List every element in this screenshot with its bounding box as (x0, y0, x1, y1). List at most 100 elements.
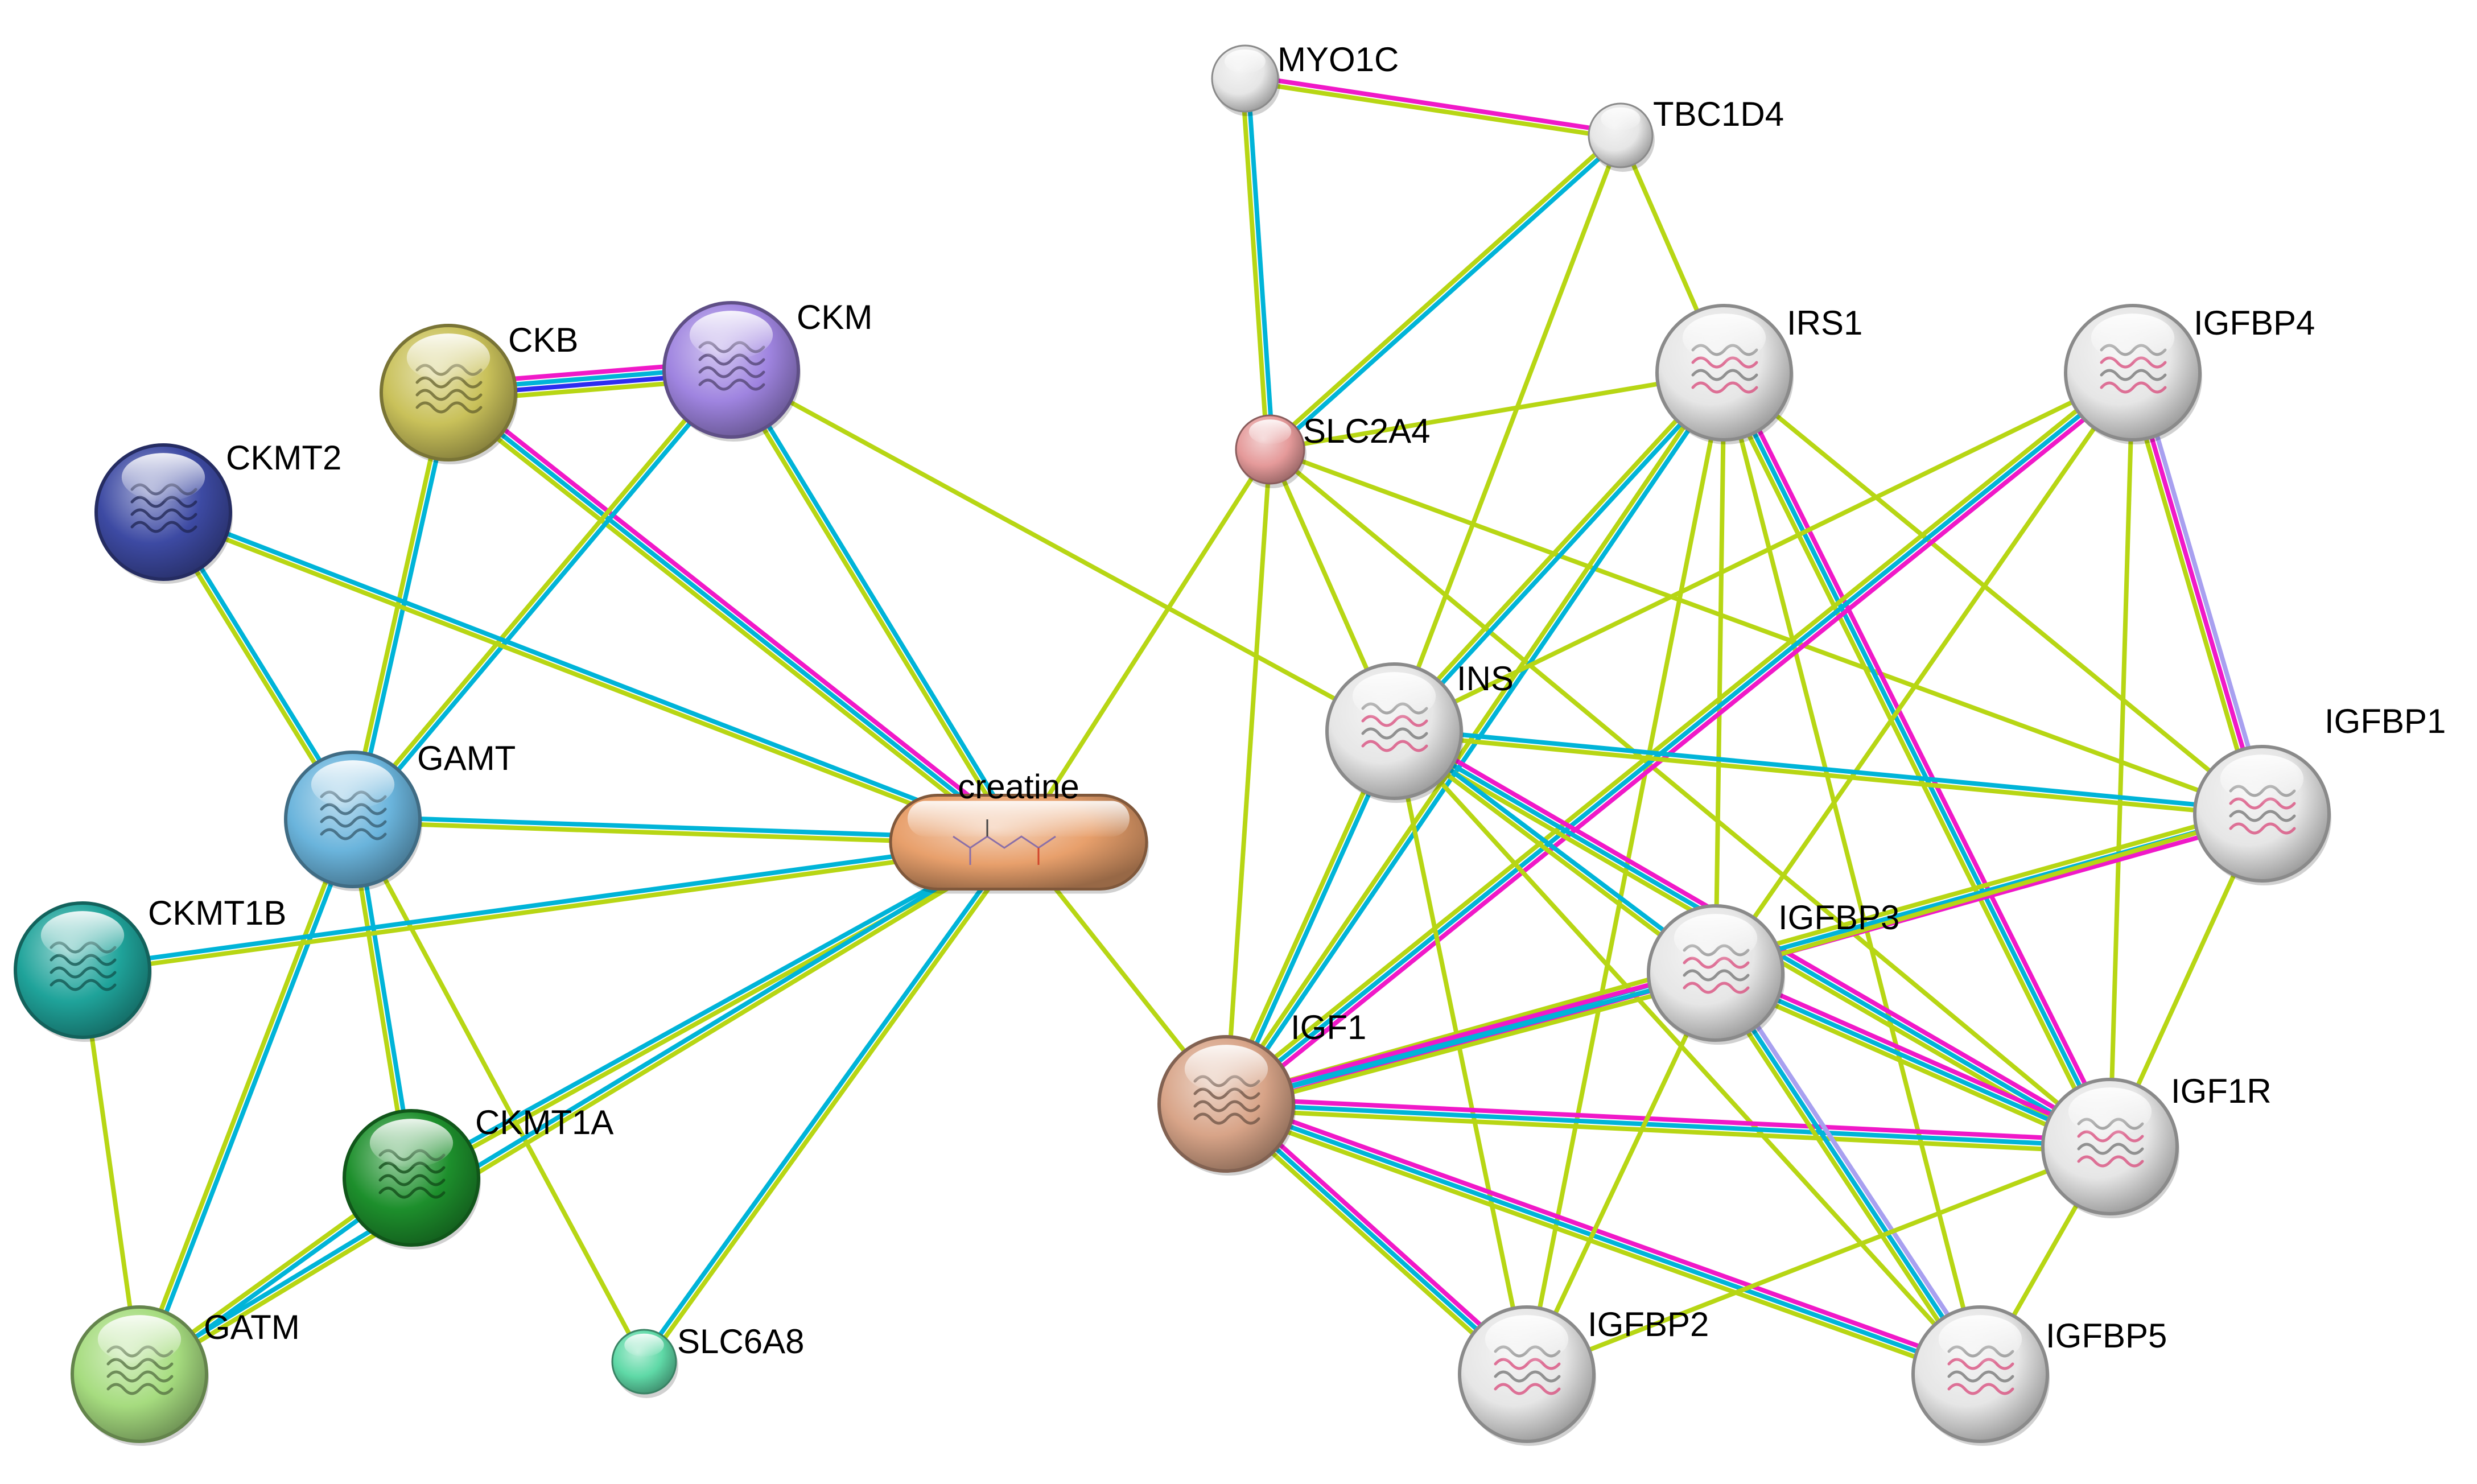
node-gatm[interactable]: GATM (71, 1305, 300, 1446)
node-label: GAMT (417, 739, 516, 777)
node-ckmt1b[interactable]: CKMT1B (14, 894, 286, 1042)
edge-IGFBP4-IGF1 (1221, 366, 2138, 1110)
edge-SLC2A4-IGFBP1 (1269, 447, 2263, 816)
node-ins[interactable]: INS (1325, 659, 1514, 803)
node-label: TBC1D4 (1653, 95, 1784, 133)
node-label: SLC6A8 (677, 1322, 804, 1361)
edge-evidence-line (1392, 729, 1982, 1376)
node-igfbp2[interactable]: IGFBP2 (1458, 1305, 1709, 1446)
edge-evidence-line (1713, 372, 1726, 974)
node-igfbp3[interactable]: IGFBP3 (1647, 898, 1899, 1045)
edge-IGFBP4-IGF1R (2108, 372, 2135, 1147)
node-label: IGFBP3 (1778, 898, 1899, 937)
edge-IGFBP1-IGFBP3 (1714, 811, 2263, 975)
node-ckb[interactable]: CKB (380, 321, 578, 464)
edge-evidence-line (1713, 371, 2135, 975)
node-label: CKMT1A (475, 1103, 613, 1141)
edge-evidence-line (2108, 372, 2135, 1147)
edge-evidence-line (161, 512, 1019, 847)
node-slc6a8[interactable]: SLC6A8 (611, 1322, 804, 1398)
node-ckmt2[interactable]: CKMT2 (94, 439, 341, 584)
edge-evidence-line (353, 370, 735, 823)
node-igfbp1[interactable]: IGFBP1 (2193, 702, 2446, 885)
edge-evidence-line (1394, 373, 1728, 735)
node-label: IGF1 (1291, 1008, 1366, 1046)
edge-evidence-line (1221, 366, 2131, 1102)
edge-evidence-line (640, 839, 1019, 1362)
edge-CKM-INS (730, 368, 1395, 733)
node-ckm[interactable]: CKM (662, 298, 872, 442)
node-gloss (624, 1333, 664, 1357)
node-igfbp5[interactable]: IGFBP5 (1911, 1305, 2167, 1446)
edge-evidence-line (1709, 975, 1977, 1379)
edge-evidence-line (1718, 968, 1987, 1372)
edge-evidence-line (730, 368, 1395, 733)
node-label: GATM (204, 1308, 300, 1346)
edge-CKM-creatine (727, 367, 1023, 845)
edge-evidence-line (1240, 79, 1270, 450)
edge-CKMT1B-creatine (81, 837, 1020, 975)
edge-IGF1R-IGFBP2 (1526, 1144, 2111, 1376)
node-label: IGF1R (2171, 1072, 2272, 1110)
node-irs1[interactable]: IRS1 (1655, 304, 1862, 444)
edge-evidence-line (1392, 731, 1529, 1375)
node-label: IRS1 (1787, 304, 1862, 342)
node-gloss (311, 760, 395, 809)
edge-evidence-line (1016, 448, 1272, 844)
edge-IGFBP4-IGFBP3 (1713, 371, 2135, 975)
edge-INS-IGFBP2 (1392, 731, 1529, 1375)
node-gloss (369, 1119, 454, 1168)
edge-IGFBP4-INS (1393, 370, 2134, 733)
edge-evidence-line (1390, 369, 1724, 731)
edge-evidence-line (1228, 375, 2138, 1110)
node-gloss (689, 311, 773, 360)
edge-evidence-line (1225, 1102, 1981, 1376)
node-gloss (40, 911, 125, 960)
edge-evidence-line (1713, 971, 1983, 1376)
node-igf1[interactable]: IGF1 (1157, 1008, 1366, 1176)
edge-MYO1C-TBC1D4 (1244, 73, 1622, 141)
edge-INS-IGFBP1 (1394, 726, 2262, 819)
node-igfbp4[interactable]: IGFBP4 (2064, 304, 2315, 444)
edge-evidence-line (1224, 449, 1272, 1104)
edge-evidence-line (1226, 1096, 2111, 1144)
node-tbc1d4[interactable]: TBC1D4 (1588, 95, 1784, 172)
node-igf1r[interactable]: IGF1R (2041, 1072, 2272, 1218)
edge-IRS1-INS (1390, 369, 1728, 735)
node-creatine[interactable]: creatine (889, 768, 1149, 894)
edge-GAMT-GATM (134, 817, 358, 1376)
edge-evidence-line (83, 842, 1020, 975)
edge-evidence-line (644, 842, 1023, 1365)
edge-evidence-line (1393, 370, 2134, 733)
edge-evidence-line (1224, 965, 1715, 1101)
edge-evidence-line (351, 818, 646, 1363)
node-gloss (97, 1315, 182, 1364)
edge-TBC1D4-SLC2A4 (1266, 131, 1625, 454)
edge-evidence-line (163, 507, 1021, 842)
node-ckmt1a[interactable]: CKMT1A (343, 1103, 613, 1250)
edge-evidence-line (1524, 972, 1718, 1375)
edge-evidence-line (1270, 370, 1725, 452)
edge-evidence-line (1717, 374, 2107, 1151)
edge-IGFBP3-IGFBP5 (1709, 968, 1987, 1379)
edge-evidence-line (1227, 1096, 1983, 1371)
edge-evidence-line (1714, 811, 2263, 975)
node-gloss (1674, 914, 1758, 963)
node-label: creatine (958, 768, 1079, 806)
edge-TBC1D4-INS (1392, 134, 1623, 732)
edge-evidence-line (1392, 134, 1623, 732)
node-gamt[interactable]: GAMT (284, 739, 516, 891)
node-label: SLC2A4 (1303, 412, 1430, 450)
edge-IGFBP3-IGFBP2 (1524, 972, 1718, 1375)
node-myo1c[interactable]: MYO1C (1211, 40, 1399, 116)
edge-evidence-line (1223, 1107, 1979, 1382)
edge-CKB-creatine (443, 386, 1024, 848)
edge-evidence-line (2130, 372, 2264, 815)
edge-evidence-line (727, 370, 1019, 845)
edge-evidence-line (1722, 372, 2112, 1148)
node-slc2a4[interactable]: SLC2A4 (1235, 412, 1430, 488)
edge-evidence-line (1266, 131, 1621, 450)
edge-evidence-line (1722, 370, 2264, 816)
